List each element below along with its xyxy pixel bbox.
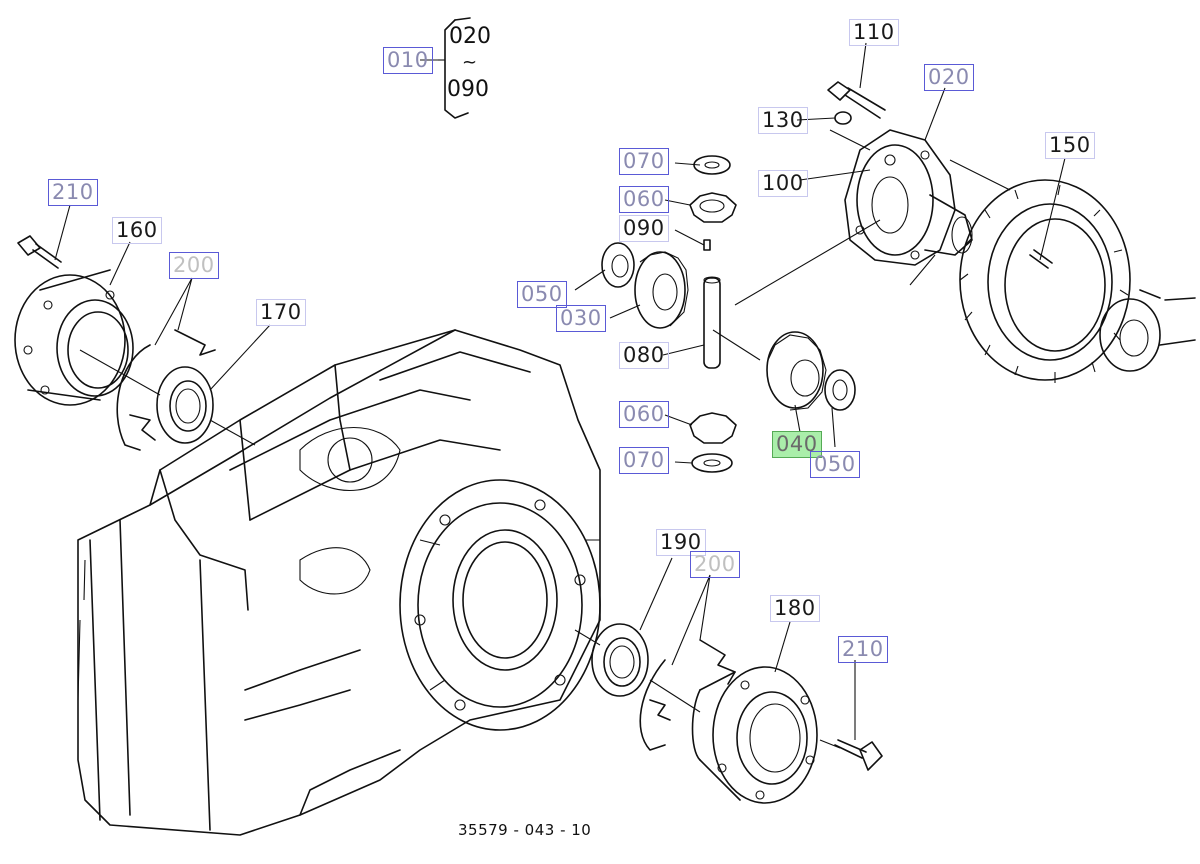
callout-100[interactable]: 100 xyxy=(758,170,808,197)
callout-060-upper[interactable]: 060 xyxy=(619,186,669,213)
callout-130[interactable]: 130 xyxy=(758,107,808,134)
callout-160[interactable]: 160 xyxy=(112,217,162,244)
callout-060-lower[interactable]: 060 xyxy=(619,401,669,428)
callout-070-upper[interactable]: 070 xyxy=(619,148,669,175)
callout-170[interactable]: 170 xyxy=(256,299,306,326)
transmission-housing xyxy=(77,329,601,836)
callout-040[interactable]: 040 xyxy=(772,431,822,458)
callout-050-right[interactable]: 050 xyxy=(810,451,860,478)
range-start-label: 020 xyxy=(449,24,491,49)
callout-030[interactable]: 030 xyxy=(556,305,606,332)
leader-lines xyxy=(54,42,1066,740)
callout-010[interactable]: 010 xyxy=(383,47,433,74)
callout-150[interactable]: 150 xyxy=(1045,132,1095,159)
callout-180[interactable]: 180 xyxy=(770,595,820,622)
callout-210-right[interactable]: 210 xyxy=(838,636,888,663)
right-cover-group xyxy=(574,623,883,804)
callout-110[interactable]: 110 xyxy=(849,19,899,46)
callout-050-left[interactable]: 050 xyxy=(517,281,567,308)
differential-parts xyxy=(601,155,881,473)
callout-020[interactable]: 020 xyxy=(924,64,974,91)
range-end-label: 090 xyxy=(447,77,489,102)
callout-080[interactable]: 080 xyxy=(619,342,669,369)
range-tilde: ~ xyxy=(462,52,478,73)
callout-200-right[interactable]: 200 xyxy=(690,551,740,578)
callout-070-lower[interactable]: 070 xyxy=(619,447,669,474)
callout-090[interactable]: 090 xyxy=(619,215,669,242)
callout-190[interactable]: 190 xyxy=(656,529,706,556)
callout-210-left[interactable]: 210 xyxy=(48,179,98,206)
left-cover-group xyxy=(14,235,256,451)
callout-200-left[interactable]: 200 xyxy=(169,252,219,279)
range-brace xyxy=(438,17,471,119)
differential-case xyxy=(827,81,1196,383)
plate-number: 35579 - 043 - 10 xyxy=(458,821,592,839)
